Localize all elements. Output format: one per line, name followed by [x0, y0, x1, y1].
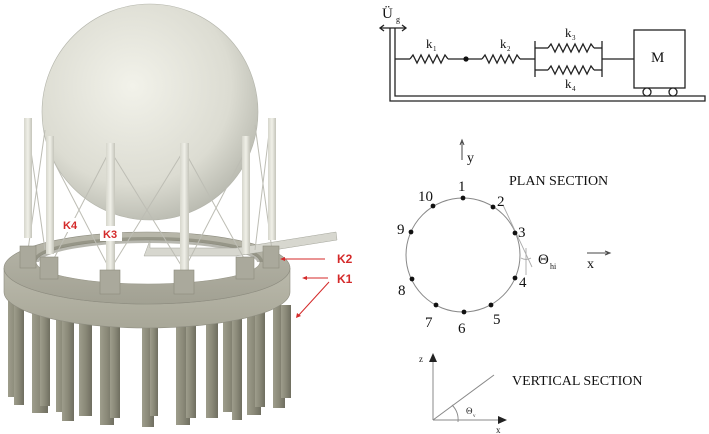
- label-text: v: [473, 414, 476, 419]
- plan-angle-label: Θ: [538, 252, 549, 268]
- piles: [8, 300, 291, 427]
- point-label-3: 3: [518, 225, 526, 241]
- point-label-8: 8: [398, 283, 406, 299]
- point-label-2: 2: [497, 194, 505, 210]
- point-label-6: 6: [458, 321, 466, 337]
- vertical-z-axis-label: z: [419, 354, 423, 364]
- point-label-1: 1: [458, 179, 466, 195]
- label-text: 1: [433, 45, 437, 53]
- columns: [24, 118, 276, 271]
- label-text: 4: [572, 85, 576, 93]
- k4-tag: K4: [63, 220, 78, 232]
- point-label-9: 9: [397, 222, 405, 238]
- vertical-section-title: VERTICAL SECTION: [512, 374, 642, 389]
- column-bases: [19, 245, 280, 295]
- spring-node: [463, 56, 469, 62]
- k1-tag: K1: [337, 272, 353, 286]
- point-label-10: 10: [418, 189, 433, 205]
- k2-label: k: [500, 36, 507, 51]
- k3-tag: K3: [103, 229, 117, 241]
- point-label-7: 7: [425, 315, 433, 331]
- plan-section-diagram: y x Θ hi 1 2 3 4 5 6 7 8 9 10 PLAN SECTI…: [397, 138, 612, 337]
- mass-label: M: [651, 50, 664, 66]
- plan-section-title: PLAN SECTION: [509, 174, 608, 189]
- label-text: 3: [572, 34, 576, 42]
- anchor-points: [408, 195, 518, 315]
- point-label-5: 5: [493, 312, 501, 328]
- label-text: hi: [550, 262, 557, 271]
- spherical-tank: [41, 3, 259, 221]
- vertical-section-diagram: z x Θ v VERTICAL SECTION: [419, 353, 642, 434]
- plan-y-axis-label: y: [467, 151, 474, 166]
- stiffness-annotations: K4 K3 K2 K1: [60, 218, 353, 318]
- point-label-4: 4: [519, 275, 527, 291]
- vertical-angle-label: Θ: [466, 406, 473, 416]
- spring-mass-model: Ü g k 1 k 2 k 3 k 4 M: [378, 5, 706, 102]
- ground-motion-subscript: g: [396, 15, 400, 24]
- k2-tag: K2: [337, 252, 353, 266]
- k3-label: k: [565, 25, 572, 40]
- k1-label: k: [426, 36, 433, 51]
- ground-motion-label: Ü: [382, 5, 393, 22]
- k4-label: k: [565, 76, 572, 91]
- tank-rendering: K4 K3 K2 K1: [3, 3, 353, 427]
- vertical-x-axis-label: x: [496, 425, 501, 434]
- label-text: 2: [507, 45, 511, 53]
- plan-x-axis-label: x: [587, 257, 594, 272]
